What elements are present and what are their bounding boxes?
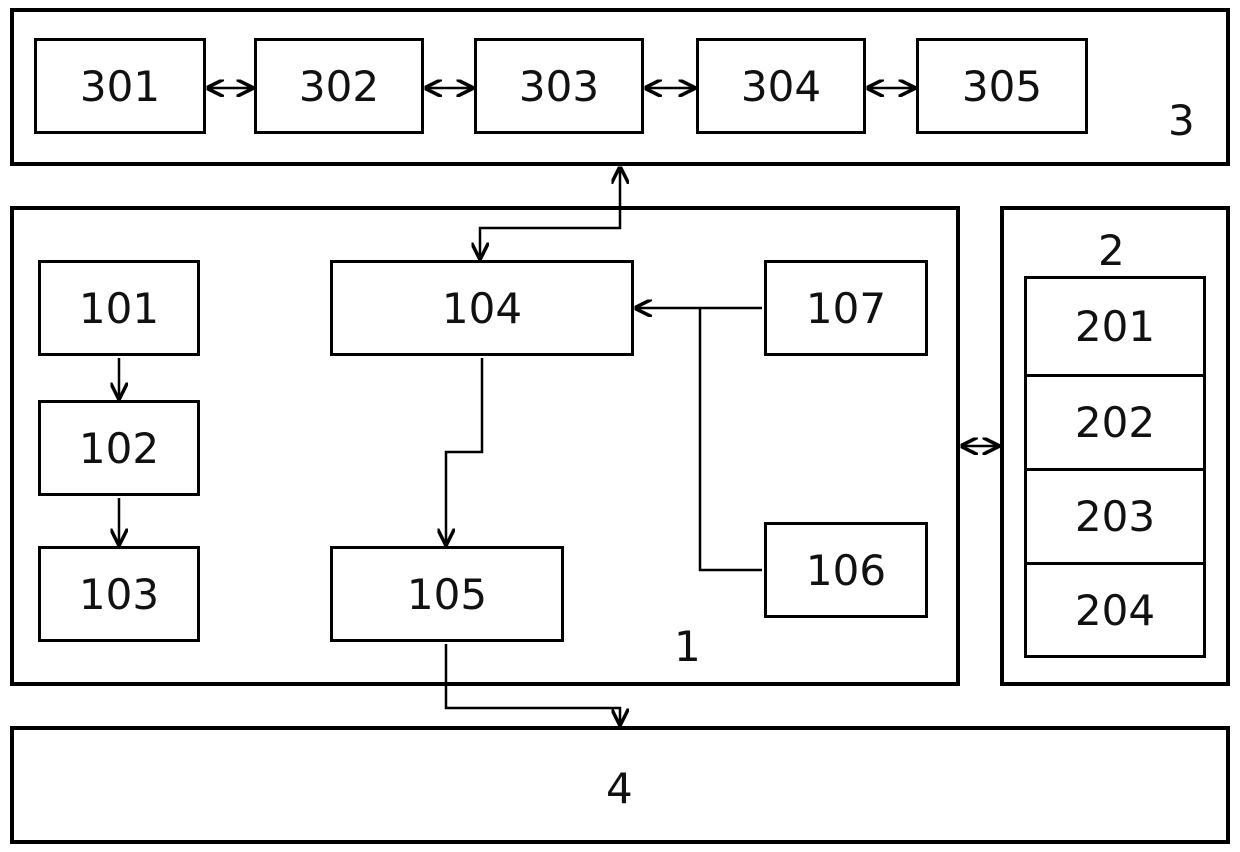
arrow-104-105: [446, 358, 482, 544]
arrow-3-104: [480, 168, 620, 258]
arrow-105-4: [446, 644, 620, 724]
line-106-junction: [700, 308, 762, 570]
